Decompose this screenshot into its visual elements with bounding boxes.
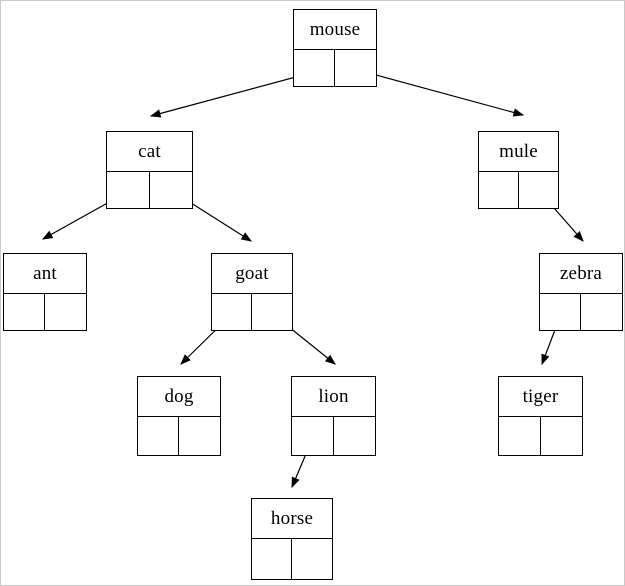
tree-node-label-horse: horse: [252, 499, 332, 539]
tree-node-pointer-cells-mule: [479, 172, 558, 208]
tree-node-pointer-cells-dog: [138, 417, 220, 455]
tree-node-tiger[interactable]: tiger: [498, 376, 583, 456]
tree-node-pointer-cells-mouse: [294, 50, 376, 86]
tree-node-right-pointer-mule[interactable]: [519, 172, 559, 208]
tree-node-zebra[interactable]: zebra: [539, 253, 623, 331]
tree-node-pointer-cells-ant: [4, 294, 86, 330]
tree-node-left-pointer-horse[interactable]: [252, 539, 292, 579]
tree-node-right-pointer-horse[interactable]: [292, 539, 332, 579]
tree-node-left-pointer-mule[interactable]: [479, 172, 519, 208]
tree-node-pointer-cells-horse: [252, 539, 332, 579]
tree-node-ant[interactable]: ant: [3, 253, 87, 331]
tree-node-left-pointer-tiger[interactable]: [499, 417, 541, 455]
tree-node-pointer-cells-tiger: [499, 417, 582, 455]
tree-node-pointer-cells-goat: [212, 294, 292, 330]
tree-node-pointer-cells-zebra: [540, 294, 622, 330]
tree-node-right-pointer-mouse[interactable]: [335, 50, 376, 86]
tree-node-right-pointer-ant[interactable]: [45, 294, 86, 330]
tree-node-lion[interactable]: lion: [291, 376, 376, 456]
tree-node-label-dog: dog: [138, 377, 220, 417]
tree-node-pointer-cells-cat: [107, 172, 192, 208]
tree-node-right-pointer-tiger[interactable]: [541, 417, 583, 455]
tree-node-left-pointer-dog[interactable]: [138, 417, 179, 455]
tree-node-mouse[interactable]: mouse: [293, 9, 377, 87]
tree-node-label-ant: ant: [4, 254, 86, 294]
tree-node-label-lion: lion: [292, 377, 375, 417]
tree-node-dog[interactable]: dog: [137, 376, 221, 456]
tree-node-pointer-cells-lion: [292, 417, 375, 455]
tree-node-right-pointer-cat[interactable]: [150, 172, 193, 208]
tree-node-left-pointer-ant[interactable]: [4, 294, 45, 330]
tree-node-left-pointer-zebra[interactable]: [540, 294, 581, 330]
tree-node-right-pointer-goat[interactable]: [252, 294, 292, 330]
tree-node-label-goat: goat: [212, 254, 292, 294]
tree-node-left-pointer-cat[interactable]: [107, 172, 150, 208]
tree-node-label-mule: mule: [479, 132, 558, 172]
tree-node-left-pointer-lion[interactable]: [292, 417, 334, 455]
tree-node-mule[interactable]: mule: [478, 131, 559, 209]
tree-node-right-pointer-zebra[interactable]: [581, 294, 622, 330]
tree-edge-mouse-mule: [353, 68, 525, 117]
tree-node-label-cat: cat: [107, 132, 192, 172]
tree-node-left-pointer-mouse[interactable]: [294, 50, 335, 86]
tree-node-right-pointer-dog[interactable]: [179, 417, 220, 455]
tree-node-left-pointer-goat[interactable]: [212, 294, 252, 330]
tree-node-cat[interactable]: cat: [106, 131, 193, 209]
tree-node-goat[interactable]: goat: [211, 253, 293, 331]
tree-node-right-pointer-lion[interactable]: [334, 417, 376, 455]
tree-node-label-mouse: mouse: [294, 10, 376, 50]
tree-node-label-zebra: zebra: [540, 254, 622, 294]
tree-node-label-tiger: tiger: [499, 377, 582, 417]
tree-node-horse[interactable]: horse: [251, 498, 333, 580]
